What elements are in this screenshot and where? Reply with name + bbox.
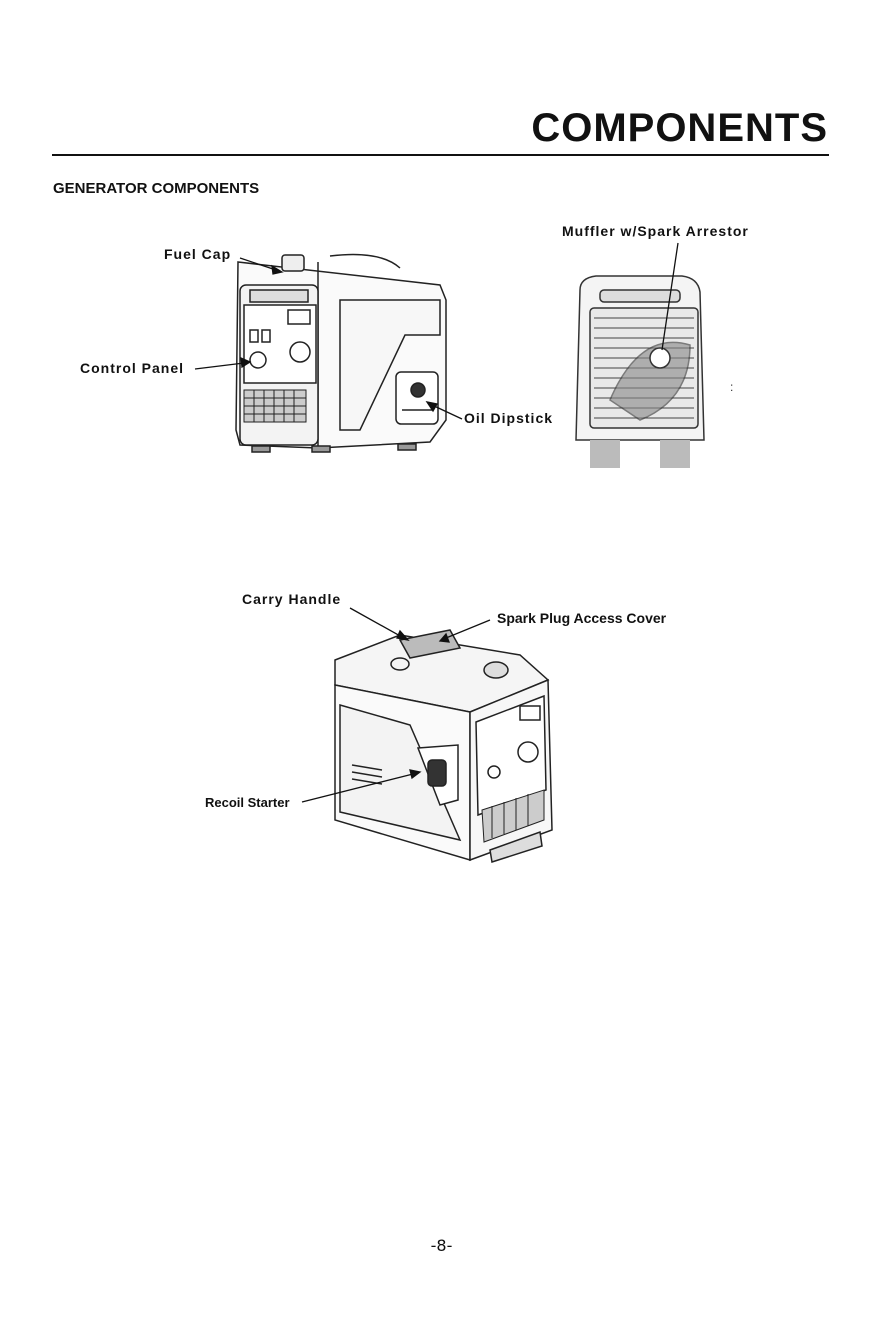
label-spark-plug-cover: Spark Plug Access Cover bbox=[497, 610, 666, 626]
rear-view-illustration bbox=[576, 276, 704, 468]
label-recoil-starter: Recoil Starter bbox=[205, 795, 290, 810]
svg-text::: : bbox=[730, 380, 733, 394]
page-number: -8- bbox=[0, 1236, 883, 1255]
label-fuel-cap: Fuel Cap bbox=[164, 246, 231, 262]
label-oil-dipstick: Oil Dipstick bbox=[464, 410, 553, 426]
front-view-illustration bbox=[236, 255, 446, 453]
label-muffler: Muffler w/Spark Arrestor bbox=[562, 223, 749, 239]
label-carry-handle: Carry Handle bbox=[242, 591, 341, 607]
three-quarter-view-illustration bbox=[335, 630, 552, 862]
label-control-panel: Control Panel bbox=[80, 360, 184, 376]
